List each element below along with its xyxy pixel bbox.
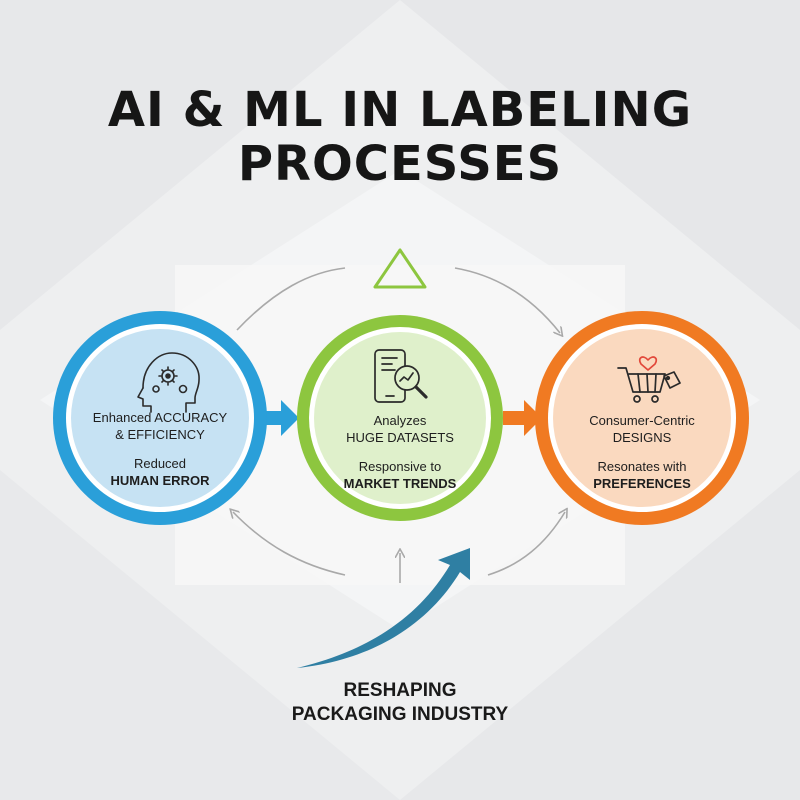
cycle-arc-bottom-right — [487, 512, 565, 576]
footer-line-1: RESHAPING — [343, 680, 457, 701]
cart-heart-tag-icon — [617, 356, 681, 403]
reshaping-arrow — [297, 548, 470, 668]
cycle-arc-bottom-left — [233, 512, 346, 576]
connector-arrow-orange — [503, 400, 542, 436]
circle-datasets-text: Analyzes HUGE DATASETS Responsive to MAR… — [320, 412, 480, 492]
circle-consumer-heading-2: DESIGNS — [612, 430, 672, 445]
footer-line-2: PACKAGING INDUSTRY — [291, 704, 509, 725]
circle-consumer-heading-1: Consumer-Centric — [589, 413, 695, 428]
brain-gears-icon — [137, 352, 200, 413]
circle-datasets-heading-2: HUGE DATASETS — [346, 430, 454, 445]
page-title-line-2: PROCESSES — [237, 136, 563, 192]
circle-datasets-sub-2: MARKET TRENDS — [343, 476, 457, 491]
circle-datasets-heading-1: Analyzes — [373, 413, 427, 428]
circle-accuracy-sub-2: HUMAN ERROR — [110, 473, 210, 488]
circle-consumer-sub-2: PREFERENCES — [593, 476, 691, 491]
circle-accuracy-sub-1: Reduced — [133, 456, 187, 471]
circle-accuracy-heading-1: Enhanced ACCURACY — [92, 410, 228, 425]
circle-consumer-sub-1: Resonates with — [597, 459, 687, 474]
connector-arrow-blue — [262, 400, 299, 436]
circle-consumer-text: Consumer-Centric DESIGNS Resonates with … — [562, 412, 722, 492]
circle-accuracy-text: Enhanced ACCURACY & EFFICIENCY Reduced H… — [80, 409, 240, 489]
circle-datasets-sub-1: Responsive to — [358, 459, 442, 474]
circle-accuracy-heading-2: & EFFICIENCY — [115, 427, 205, 442]
cycle-arc-top-left — [236, 267, 346, 331]
phone-magnifier-icon — [374, 349, 428, 403]
page-title-line-1: AI & ML IN LABELING — [107, 82, 693, 138]
triangle-up-icon — [373, 248, 427, 289]
cycle-arc-top-right — [454, 267, 560, 333]
